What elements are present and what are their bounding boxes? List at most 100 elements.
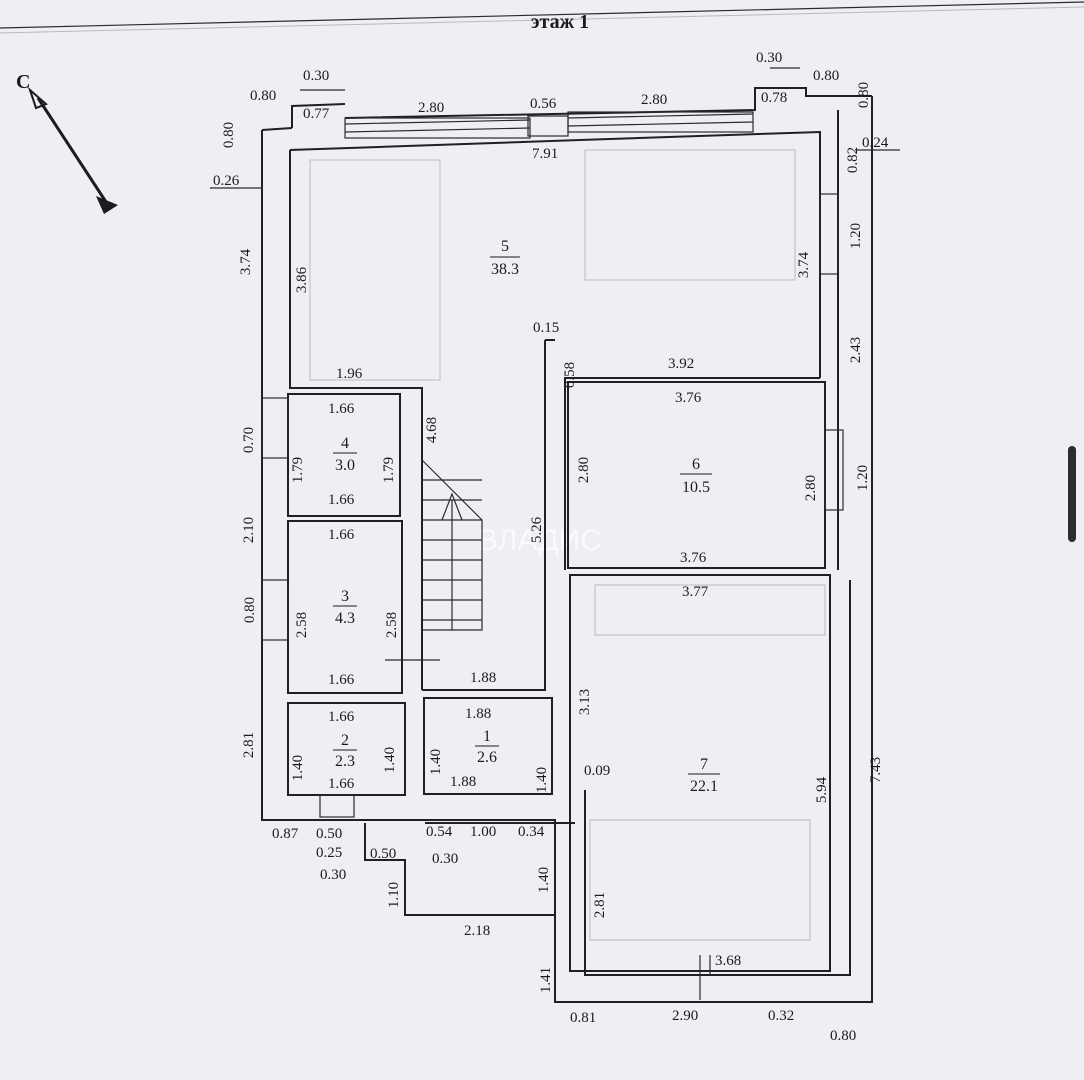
dimension-label: 1.88 [470, 670, 496, 686]
dimension-label: 2.10 [241, 517, 257, 543]
dimension-label: 0.80 [221, 122, 237, 148]
room-4-label: 4 3.0 [333, 435, 357, 474]
dimension-label: 1.66 [328, 527, 355, 543]
dimension-label: 2.43 [848, 337, 864, 363]
dimension-label: 0.50 [370, 846, 396, 862]
dimension-label: 1.66 [328, 492, 355, 508]
dimension-label: 2.81 [592, 892, 608, 918]
dimension-label: 1.79 [381, 457, 397, 483]
dimension-label: 0.34 [518, 824, 545, 840]
svg-text:4.3: 4.3 [335, 610, 355, 627]
svg-text:6: 6 [692, 456, 700, 473]
room-6-label: 6 10.5 [680, 456, 712, 496]
dimension-label: 1.66 [328, 776, 355, 792]
dimension-label: 0.80 [242, 597, 258, 623]
dimension-label: 0.25 [316, 845, 342, 861]
background-traces [309, 149, 826, 941]
svg-text:38.3: 38.3 [491, 261, 519, 278]
dimension-label: 1.66 [328, 672, 355, 688]
dimension-label: 7.91 [532, 146, 558, 162]
dimension-label: 0.58 [562, 362, 578, 388]
dimension-label: 3.86 [294, 266, 310, 293]
leader-lines [210, 67, 900, 1000]
dimension-label: 2.80 [803, 475, 819, 501]
dimension-label: 1.40 [428, 749, 444, 775]
dimension-label: 0.78 [761, 90, 787, 106]
dimension-label: 1.40 [536, 867, 552, 893]
compass-label: С [16, 71, 30, 93]
dimension-label: 1.66 [328, 709, 355, 725]
north-arrow-icon [27, 86, 118, 214]
paper-edge-line [0, 1, 1084, 29]
scrollbar-thumb[interactable] [1068, 446, 1076, 542]
dimension-label: 1.79 [290, 457, 306, 483]
dimension-label: 0.80 [830, 1028, 856, 1044]
svg-text:5: 5 [501, 238, 509, 255]
dimension-label: 1.00 [470, 824, 496, 840]
dimension-label: 1.41 [538, 967, 554, 993]
dimension-label: 1.88 [465, 706, 491, 722]
dimension-label: 3.76 [680, 550, 707, 566]
dimension-label: 0.30 [320, 867, 346, 883]
floor-title: этаж 1 [531, 11, 589, 33]
dimension-label: 5.26 [529, 516, 545, 543]
svg-text:2: 2 [341, 732, 349, 749]
dimension-label: 0.77 [303, 106, 330, 122]
dimension-label: 0.26 [213, 173, 240, 189]
svg-text:7: 7 [700, 756, 708, 773]
dimension-label: 2.90 [672, 1008, 698, 1024]
room-labels: 5 38.3 4 3.0 3 4.3 2 2.3 1 2.6 6 10.5 [333, 238, 720, 795]
svg-text:2.3: 2.3 [335, 753, 355, 770]
dimension-label: 3.76 [675, 390, 702, 406]
dimension-label: 1.96 [336, 366, 363, 382]
dimension-label: 1.20 [848, 223, 864, 249]
dimension-label: 0.70 [241, 427, 257, 453]
dimension-label: 2.18 [464, 923, 490, 939]
dimension-label: 0.30 [303, 68, 329, 84]
dimension-label: 0.80 [856, 82, 872, 108]
dimension-label: 1.66 [328, 401, 355, 417]
dimension-label: 7.43 [868, 757, 884, 783]
dimension-label: 3.77 [682, 584, 709, 600]
svg-text:10.5: 10.5 [682, 479, 710, 496]
room-7-label: 7 22.1 [688, 756, 720, 795]
paper-edge-line-2 [0, 6, 1084, 34]
dimension-label: 2.58 [294, 612, 310, 638]
room-3-label: 3 4.3 [333, 588, 357, 627]
dimension-label: 0.80 [250, 88, 276, 104]
dimension-label: 0.82 [845, 147, 861, 173]
dimension-label: 1.40 [382, 747, 398, 773]
dimension-label: 1.40 [534, 767, 550, 793]
dimension-label: 1.88 [450, 774, 476, 790]
dimension-label: 3.74 [796, 251, 812, 278]
svg-text:4: 4 [341, 435, 349, 452]
dimension-label: 0.80 [813, 68, 839, 84]
walls [261, 87, 873, 1003]
dimension-label: 2.80 [418, 100, 444, 116]
room-2-label: 2 2.3 [333, 732, 357, 770]
dimension-label: 3.74 [238, 248, 254, 275]
svg-text:3: 3 [341, 588, 349, 605]
dimension-label: 1.20 [855, 465, 871, 491]
dimension-label: 2.81 [241, 732, 257, 758]
dimension-label: 0.54 [426, 824, 453, 840]
dimension-label: 3.13 [577, 689, 593, 715]
dimension-label: 0.30 [432, 851, 458, 867]
dimension-label: 3.92 [668, 356, 694, 372]
dimension-label: 2.58 [384, 612, 400, 638]
dimension-label: 0.30 [756, 50, 782, 66]
room-1-label: 1 2.6 [475, 728, 499, 766]
svg-text:1: 1 [483, 728, 491, 745]
dimension-label: 0.09 [584, 763, 610, 779]
dimension-label: 0.81 [570, 1010, 596, 1026]
svg-text:2.6: 2.6 [477, 749, 497, 766]
dimension-label: 4.68 [424, 417, 440, 443]
svg-text:22.1: 22.1 [690, 778, 718, 795]
dimension-label: 0.50 [316, 826, 342, 842]
dimension-label: 2.80 [641, 92, 667, 108]
watermark-logo: ВЛАДИС [478, 524, 602, 557]
dimension-label: 1.10 [386, 882, 402, 908]
dimension-label: 0.87 [272, 826, 299, 842]
